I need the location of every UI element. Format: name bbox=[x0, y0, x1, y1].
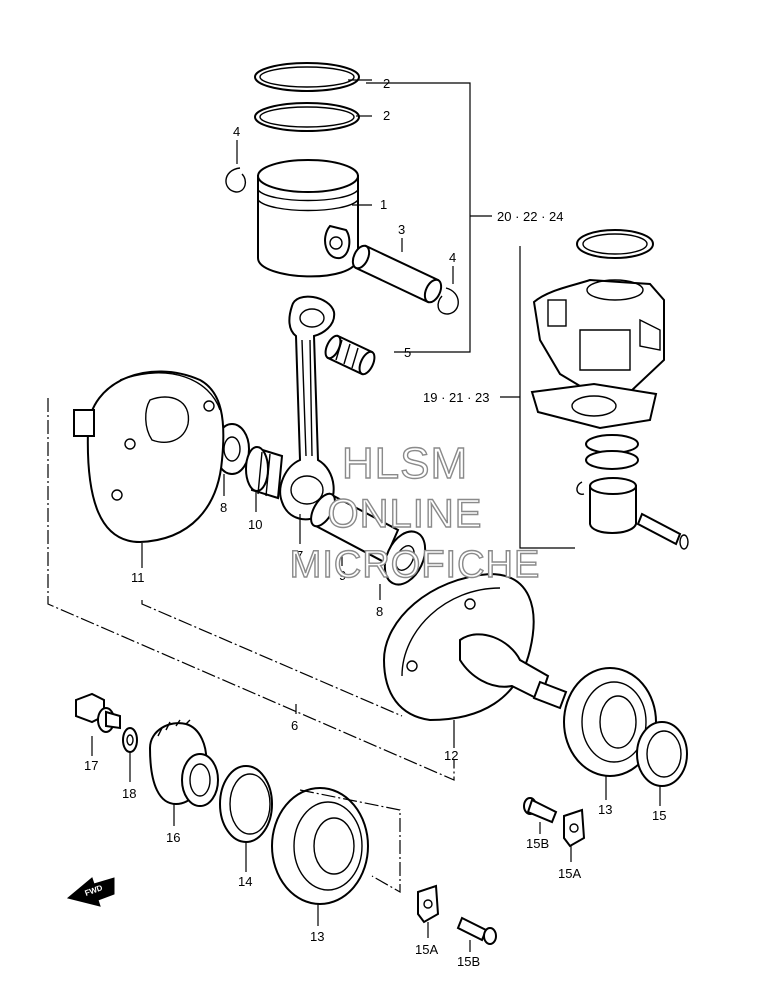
label-15: 15 bbox=[652, 808, 666, 823]
crank-pin[interactable] bbox=[306, 490, 400, 564]
kit-pin[interactable] bbox=[636, 512, 689, 550]
label-2-upper: 2 bbox=[383, 76, 390, 91]
circlip-left[interactable] bbox=[225, 167, 247, 193]
label-kit-cylinder: 19 · 21 · 23 bbox=[423, 390, 490, 405]
label-8-lower: 8 bbox=[376, 604, 383, 619]
screw-15b-upper[interactable] bbox=[523, 797, 558, 824]
label-2-lower: 2 bbox=[383, 108, 390, 123]
big-end-bearing[interactable] bbox=[245, 446, 284, 500]
watermark-line-2: ONLINE bbox=[327, 491, 483, 536]
circlip-right[interactable] bbox=[437, 287, 459, 315]
label-4-left: 4 bbox=[233, 124, 240, 139]
label-4-right: 4 bbox=[449, 250, 456, 265]
label-13-left: 13 bbox=[310, 929, 324, 944]
label-17: 17 bbox=[84, 758, 98, 773]
label-kit-piston: 20 · 22 · 24 bbox=[497, 209, 564, 224]
label-5: 5 bbox=[404, 345, 411, 360]
label-8-upper: 8 bbox=[220, 500, 227, 515]
crank-bearing-left[interactable] bbox=[271, 787, 369, 905]
label-15b-lower: 15B bbox=[457, 954, 480, 969]
cylinder-base-gasket[interactable] bbox=[530, 382, 658, 430]
label-10: 10 bbox=[248, 517, 262, 532]
assembly-brackets bbox=[47, 398, 455, 894]
piston[interactable] bbox=[257, 159, 359, 278]
watermark-line-1: HLSM bbox=[341, 439, 469, 488]
oil-seal-left[interactable] bbox=[219, 765, 273, 843]
retainer-15a-lower[interactable] bbox=[417, 884, 440, 924]
kit-rings[interactable] bbox=[585, 434, 639, 470]
crankshaft-right[interactable] bbox=[382, 572, 568, 722]
fwd-arrow-icon: FWD bbox=[66, 877, 115, 907]
retainer-15a-upper[interactable] bbox=[563, 808, 586, 848]
label-15b-upper: 15B bbox=[526, 836, 549, 851]
screw-15b-lower[interactable] bbox=[456, 916, 497, 945]
label-16: 16 bbox=[166, 830, 180, 845]
washer[interactable] bbox=[122, 727, 138, 753]
label-1: 1 bbox=[380, 197, 387, 212]
label-18: 18 bbox=[122, 786, 136, 801]
primary-drive-gear[interactable] bbox=[148, 719, 219, 807]
cylinder-gasket-top[interactable] bbox=[576, 229, 654, 259]
kit-piston[interactable] bbox=[589, 477, 637, 534]
bolt[interactable] bbox=[75, 692, 121, 733]
kit-circlip[interactable] bbox=[576, 481, 585, 495]
thrust-washer-lower[interactable] bbox=[377, 525, 433, 591]
piston-pin[interactable] bbox=[350, 243, 445, 305]
label-3: 3 bbox=[398, 222, 405, 237]
leader-lines bbox=[91, 79, 661, 952]
label-6: 6 bbox=[291, 718, 298, 733]
label-13-right: 13 bbox=[598, 802, 612, 817]
label-14: 14 bbox=[238, 874, 252, 889]
connecting-rod[interactable] bbox=[279, 295, 336, 521]
label-7: 7 bbox=[296, 548, 303, 563]
label-15a-upper: 15A bbox=[558, 866, 581, 881]
cylinder[interactable] bbox=[532, 278, 665, 393]
oil-seal-right[interactable] bbox=[636, 721, 688, 787]
small-end-bearing[interactable] bbox=[322, 334, 377, 377]
piston-ring-upper[interactable] bbox=[254, 62, 360, 92]
crankshaft-left[interactable] bbox=[73, 370, 225, 544]
label-15a-lower: 15A bbox=[415, 942, 438, 957]
label-12: 12 bbox=[444, 748, 458, 763]
piston-ring-lower[interactable] bbox=[254, 102, 360, 132]
label-9: 9 bbox=[339, 568, 346, 583]
label-11: 11 bbox=[131, 570, 145, 585]
watermark-line-3: MICROFICHE bbox=[289, 543, 541, 586]
crank-bearing-right[interactable] bbox=[563, 667, 657, 777]
